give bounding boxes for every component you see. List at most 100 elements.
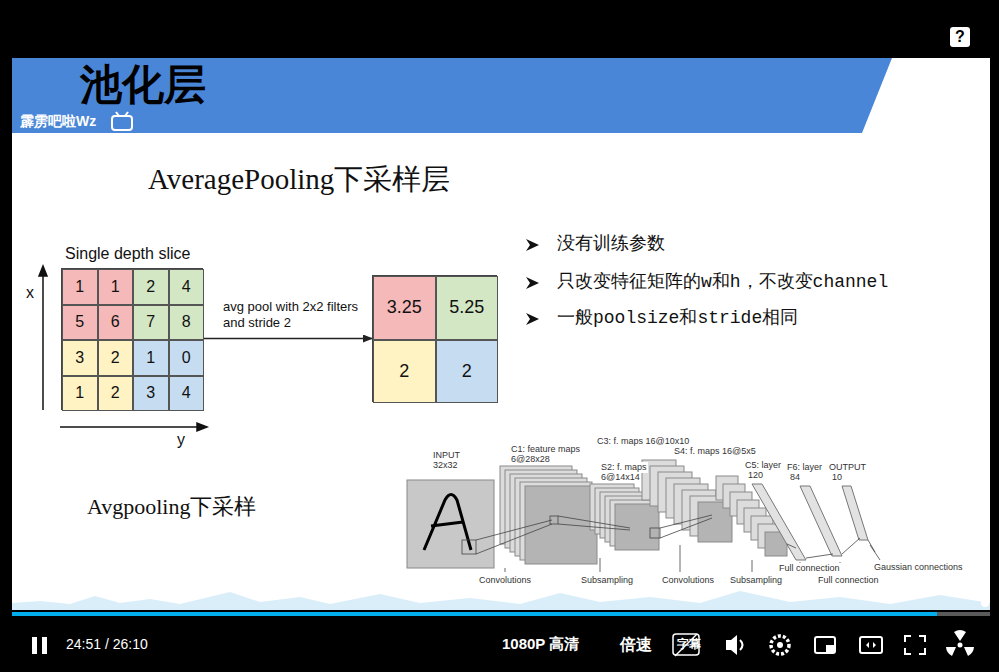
cell-value: 2 — [111, 384, 120, 402]
cell-value: 1 — [75, 384, 84, 402]
letter-a — [424, 495, 471, 551]
operation-label: Full connection — [817, 575, 880, 586]
axes — [39, 266, 207, 431]
layer-label: 6@14x14 — [600, 472, 641, 483]
header-band — [12, 58, 892, 133]
cell-value: 4 — [182, 278, 191, 296]
axis-label: x — [26, 283, 34, 302]
fullscreen-icon — [905, 636, 925, 654]
help-glyph: ? — [955, 27, 965, 46]
logo-tv — [112, 116, 132, 130]
axis-label: y — [177, 430, 185, 449]
bullet-text: 一般poolsize和stride相同 — [557, 308, 798, 330]
figure-caption-text: Avgpooling下采样 — [87, 494, 256, 520]
operation-label: Convolutions — [478, 575, 532, 586]
conv-window — [462, 540, 476, 554]
slide-ground — [12, 58, 990, 610]
conv-line — [558, 516, 630, 530]
cell-value: 1 — [111, 278, 120, 296]
matrix-cell: 5.25 — [436, 276, 499, 340]
feature-matrix: Single depth slice1124567832101234 — [61, 268, 203, 410]
lenet-figure — [407, 460, 880, 572]
heat-waveform — [12, 591, 990, 610]
operation-label: Subsampling — [580, 575, 634, 586]
feature-map — [525, 486, 597, 564]
subtitle-button: 字幕 — [677, 637, 701, 651]
conv-line — [476, 520, 552, 554]
conv-line — [660, 515, 712, 538]
bullet-arrow — [526, 277, 539, 289]
c5-layer — [752, 484, 806, 560]
fc-line — [787, 538, 875, 558]
layer-label: 6@28x28 — [510, 454, 551, 465]
matrix-cell: 8 — [169, 305, 205, 341]
logo-antenna — [116, 112, 119, 116]
pause-bar — [42, 637, 47, 654]
cell-value: 3 — [75, 349, 84, 367]
layer-label: 84 — [789, 472, 801, 483]
arrow-label: avg pool with 2x2 filters and stride 2 — [223, 299, 383, 330]
output-layer — [842, 486, 868, 540]
player-controls — [32, 630, 974, 656]
conv-window — [650, 528, 660, 538]
matrix-cell: 5 — [62, 305, 98, 341]
quality-button: 1080P 高清 — [502, 635, 579, 653]
progress-icon — [981, 599, 989, 607]
input-image — [407, 480, 494, 568]
layer-label: S4: f. maps 16@5x5 — [673, 446, 757, 457]
layer-label: 120 — [747, 470, 764, 481]
volume-icon — [726, 635, 737, 655]
matrix-cell: 2 — [133, 269, 169, 305]
layer-label: 32x32 — [432, 460, 459, 471]
danmaku-icon — [946, 630, 974, 656]
bullet-arrow — [526, 313, 539, 325]
axis-head — [197, 423, 207, 431]
cell-value: 2 — [111, 349, 120, 367]
cell-value: 2 — [399, 361, 409, 382]
cell-value: 1 — [146, 349, 155, 367]
matrix-cell: 1 — [98, 269, 134, 305]
conv-window — [550, 516, 558, 524]
matrix-cell: 7 — [133, 305, 169, 341]
matrix-cell: 0 — [169, 340, 205, 376]
matrix-cell: 3 — [133, 376, 169, 412]
matrix-cell: 6 — [98, 305, 134, 341]
cell-value: 4 — [182, 384, 191, 402]
progress-played — [12, 612, 937, 616]
matrix-cell: 3 — [62, 340, 98, 376]
settings-core — [777, 642, 783, 648]
pause-bar — [32, 637, 37, 654]
matrix-cell: 4 — [169, 269, 205, 305]
bullet-arrow — [526, 239, 539, 251]
help-icon — [950, 27, 970, 47]
matrix-cell: 3.25 — [373, 276, 436, 340]
cell-value: 0 — [182, 349, 191, 367]
cell-value: 1 — [75, 278, 84, 296]
cell-value: 3 — [146, 384, 155, 402]
logo-antenna — [125, 112, 128, 116]
c1-maps — [500, 466, 597, 564]
matrix-cell: 2 — [98, 376, 134, 412]
widescreen-arrows — [866, 642, 876, 648]
speed-button: 倍速 — [620, 635, 652, 654]
bullet-text: 只改变特征矩阵的w和h，不改变channel — [557, 272, 888, 294]
feature-matrix: 3.255.2522 — [372, 275, 497, 402]
widescreen-icon — [860, 637, 882, 653]
matrix-cell: 1 — [62, 269, 98, 305]
bilibili-logo — [112, 112, 132, 130]
cell-value: 8 — [182, 313, 191, 331]
time-display: 24:51 / 26:10 — [66, 636, 148, 653]
cell-value: 5.25 — [449, 297, 484, 318]
watermark: 霹雳吧啦Wz — [20, 113, 96, 130]
x-axis — [42, 274, 44, 410]
matrix-heading: Single depth slice — [65, 245, 190, 263]
bullet-text: 没有训练参数 — [557, 234, 665, 256]
matrix-cell: 4 — [169, 376, 205, 412]
matrix-cell: 1 — [133, 340, 169, 376]
layer-label: 10 — [831, 472, 843, 483]
cell-value: 6 — [111, 313, 120, 331]
section-heading: AveragePooling下采样层 — [148, 162, 450, 197]
operation-label: Full connection — [778, 563, 841, 574]
dense-layers — [752, 484, 868, 560]
matrix-cell: 1 — [62, 376, 98, 412]
